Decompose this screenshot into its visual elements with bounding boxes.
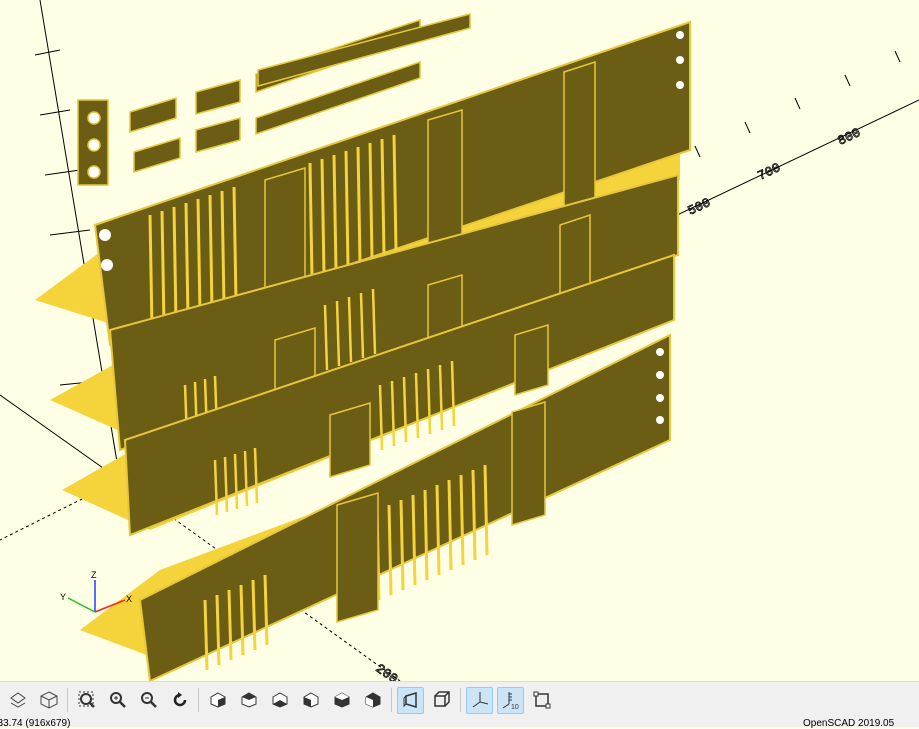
panel-3 bbox=[62, 253, 675, 537]
status-bar: 033.74 (916x679) OpenSCAD 2019.05 bbox=[0, 717, 919, 729]
show-axes-button[interactable] bbox=[466, 686, 493, 714]
svg-text:200: 200 bbox=[373, 661, 401, 681]
svg-text:Z: Z bbox=[91, 570, 97, 580]
version-label: OpenSCAD 2019.05 bbox=[803, 718, 895, 729]
view-back-icon bbox=[365, 692, 380, 708]
view-all-button[interactable] bbox=[73, 687, 100, 714]
show-scale-markers-button[interactable]: 10 bbox=[497, 686, 524, 714]
reset-view-icon bbox=[173, 692, 186, 707]
reset-view-button[interactable] bbox=[166, 687, 193, 714]
perspective-icon bbox=[403, 691, 417, 709]
orthogonal-icon bbox=[433, 691, 450, 707]
show-scale-markers-icon: 10 bbox=[502, 692, 519, 710]
perspective-button[interactable] bbox=[397, 686, 424, 714]
zoom-out-icon bbox=[140, 692, 157, 708]
view-bottom-icon bbox=[272, 692, 287, 708]
view-toolbar: 10 bbox=[0, 681, 919, 718]
orthogonal-button[interactable] bbox=[428, 687, 455, 714]
3d-viewport[interactable]: 500 700 800 200 bbox=[0, 0, 919, 681]
toolbar-separator bbox=[198, 688, 199, 712]
view-right-button[interactable] bbox=[204, 687, 231, 714]
svg-text:Y: Y bbox=[60, 592, 66, 602]
svg-text:700: 700 bbox=[755, 160, 783, 183]
show-axes-icon bbox=[472, 692, 488, 708]
bracket-parts bbox=[77, 13, 471, 186]
view-left-button[interactable] bbox=[297, 687, 324, 714]
toolbar-separator bbox=[460, 688, 461, 712]
show-edges-button[interactable] bbox=[528, 687, 555, 714]
view-bottom-button[interactable] bbox=[266, 687, 293, 714]
axis-indicator: Z Y X bbox=[60, 570, 132, 613]
toolbar-separator bbox=[391, 688, 392, 712]
view-front-icon bbox=[334, 692, 349, 708]
svg-text:X: X bbox=[126, 594, 132, 604]
panel-4 bbox=[80, 333, 671, 681]
preview-button[interactable] bbox=[4, 687, 31, 714]
view-front-button[interactable] bbox=[328, 687, 355, 714]
svg-text:500: 500 bbox=[685, 195, 713, 218]
svg-text:10: 10 bbox=[511, 704, 519, 710]
view-top-button[interactable] bbox=[235, 687, 262, 714]
view-all-icon bbox=[78, 691, 95, 708]
zoom-out-button[interactable] bbox=[135, 687, 162, 714]
show-edges-icon bbox=[533, 691, 550, 709]
view-right-icon bbox=[210, 692, 225, 708]
preview-icon bbox=[9, 692, 26, 708]
model-render: 500 700 800 200 bbox=[0, 0, 919, 681]
view-left-icon bbox=[303, 692, 318, 708]
toolbar-separator bbox=[67, 688, 68, 712]
render-icon bbox=[40, 691, 57, 709]
view-top-icon bbox=[241, 692, 256, 708]
viewport-status: 033.74 (916x679) bbox=[0, 718, 71, 729]
view-back-button[interactable] bbox=[359, 687, 386, 714]
zoom-in-icon bbox=[109, 692, 126, 708]
panel-1 bbox=[35, 20, 691, 347]
render-button[interactable] bbox=[35, 687, 62, 714]
zoom-in-button[interactable] bbox=[104, 687, 131, 714]
